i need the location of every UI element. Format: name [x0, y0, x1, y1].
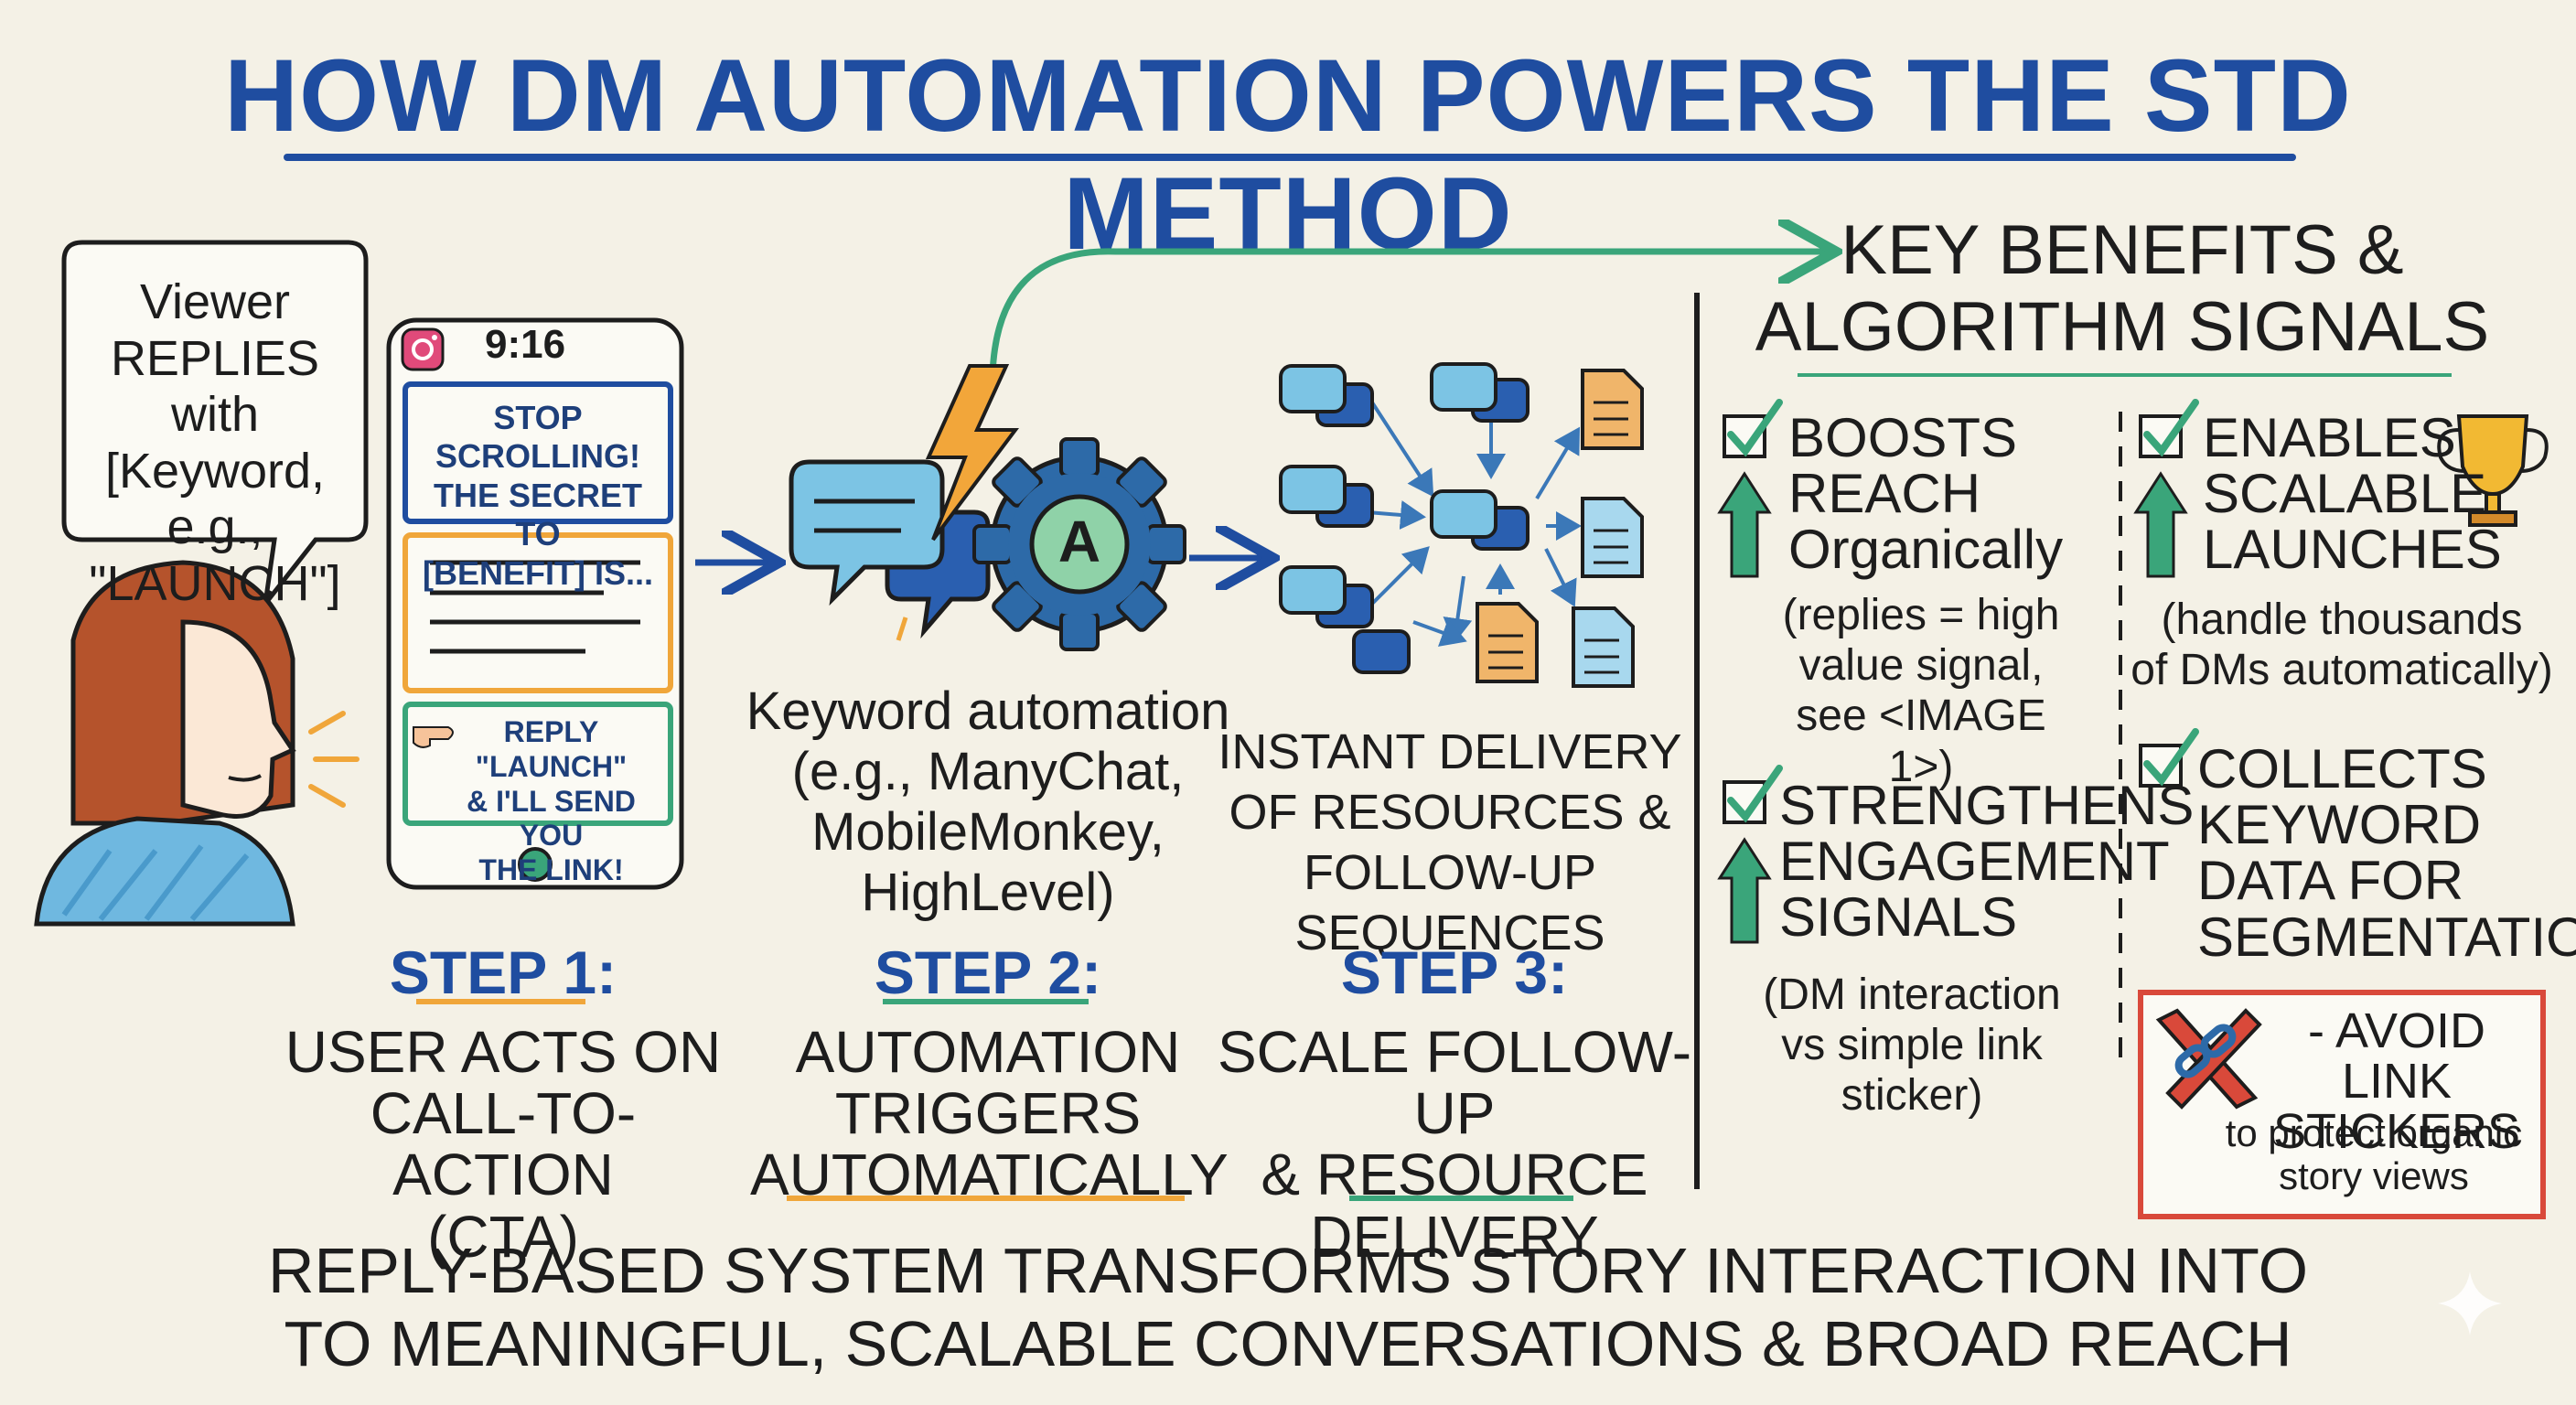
delivery-caption: INSTANT DELIVERY OF RESOURCES & FOLLOW-U…: [1208, 723, 1692, 964]
avoid-sub: to protect organic story views: [2214, 1111, 2534, 1197]
step-3: STEP 3: SCALE FOLLOW-UP & RESOURCE DELIV…: [1217, 938, 1692, 1268]
avoid-heading: - AVOID LINK STICKERS: [2259, 1003, 2534, 1160]
automation-line-1: Keyword automation: [746, 681, 1230, 741]
automation-line-2: (e.g., ManyChat,: [791, 742, 1185, 802]
collects-h2: KEYWORD: [2197, 794, 2482, 856]
boosts-sub: (replies = high value signal, see <IMAGE…: [1775, 590, 2067, 792]
boosts-h2: REACH: [1788, 463, 1981, 525]
delivery-line-1: INSTANT DELIVERY: [1218, 724, 1682, 779]
collects-h4: SEGMENTATION: [2197, 906, 2576, 968]
checkmark-icons: [1727, 399, 2199, 823]
strengthens-h3: SIGNALS: [1779, 886, 2018, 949]
benefit-collects: COLLECTS KEYWORD DATA FOR SEGMENTATION: [2197, 738, 2576, 968]
step-1-line-3: (CTA): [427, 1203, 579, 1270]
cta-line-3: THE LINK!: [478, 853, 624, 886]
viewer-line-3: with [Keyword,: [104, 387, 326, 499]
benefits-title-line-1: KEY BENEFITS &: [1841, 211, 2404, 289]
step-1-label: STEP 1:: [389, 938, 617, 1006]
footer-summary: REPLY-BASED SYSTEM TRANSFORMS STORY INTE…: [0, 1235, 2576, 1381]
boosts-s2: value signal,: [1798, 641, 2044, 691]
boosts-h1: BOOSTS: [1788, 407, 2018, 468]
boosts-s1: (replies = high: [1782, 591, 2060, 639]
collects-h3: DATA FOR: [2197, 850, 2464, 912]
benefit-strengthens: STRENGTHENS ENGAGEMENT SIGNALS: [1779, 775, 2195, 949]
step-1-line-1: USER ACTS ON: [284, 1019, 722, 1085]
viewer-bubble-text: Viewer REPLIES with [Keyword, e.g., "LAU…: [69, 274, 361, 612]
story-line-3: [BENEFIT] IS...: [423, 553, 653, 592]
viewer-line-4: e.g., "LAUNCH"]: [89, 499, 341, 611]
up-arrow-icons: [1717, 471, 2188, 944]
boosts-h3: Organically: [1788, 519, 2064, 581]
step-3-line-2: & RESOURCE: [1261, 1142, 1648, 1208]
gear-icon: [972, 437, 1186, 651]
trophy-icon: [2437, 414, 2549, 527]
gear-letter: A: [1057, 509, 1101, 574]
strengthens-s2: vs simple link sticker): [1781, 1021, 2043, 1121]
strengthens-h2: ENGAGEMENT: [1779, 831, 2170, 893]
strengthens-s1: (DM interaction: [1763, 971, 2061, 1019]
benefit-enables: ENABLES SCALABLE LAUNCHES: [2203, 407, 2502, 581]
benefits-title: KEY BENEFITS & ALGORITHM SIGNALS: [1738, 212, 2506, 365]
benefits-title-line-2: ALGORITHM SIGNALS: [1755, 287, 2490, 366]
page-title: HOW DM AUTOMATION POWERS THE STD METHOD: [224, 38, 2352, 271]
step-2: STEP 2: AUTOMATION TRIGGERS AUTOMATICALL…: [750, 938, 1229, 1208]
enables-h3: LAUNCHES: [2203, 519, 2502, 581]
enables-h2: SCALABLE: [2203, 463, 2487, 525]
avoid-s2: story views: [2279, 1154, 2469, 1198]
collects-h1: COLLECTS: [2197, 738, 2487, 799]
cta-line-1: REPLY "LAUNCH": [475, 715, 628, 783]
step-2-line-3: AUTOMATICALLY: [750, 1142, 1229, 1208]
avoid-s1: to protect organic: [2225, 1111, 2523, 1154]
step-1-line-2: CALL-TO-ACTION: [370, 1080, 637, 1208]
step-1: STEP 1: USER ACTS ON CALL-TO-ACTION (CTA…: [284, 938, 723, 1268]
title-underline: [284, 154, 2296, 161]
enables-s2: of DMs automatically): [2131, 646, 2553, 695]
phone-mockup: [386, 317, 684, 890]
footer-line-2: TO MEANINGFUL, SCALABLE CONVERSATIONS & …: [284, 1307, 2292, 1379]
cta-text: REPLY "LAUNCH" & I'LL SEND YOU THE LINK!: [435, 715, 668, 888]
chat-bubbles-icon: [789, 459, 991, 639]
avoid-h2: STICKERS: [2272, 1104, 2521, 1160]
link-chain-icon: [2174, 1024, 2237, 1078]
arrow-to-benefits: [989, 252, 1830, 376]
viewer-line-2: REPLIES: [110, 330, 320, 386]
viewer-person-icon: [34, 560, 360, 927]
avoid-h1: - AVOID LINK: [2307, 1003, 2486, 1110]
automation-line-3: MobileMonkey,: [811, 802, 1165, 863]
strengthens-sub: (DM interaction vs simple link sticker): [1711, 970, 2113, 1121]
footer-line-1: REPLY-BASED SYSTEM TRANSFORMS STORY INTE…: [267, 1235, 2309, 1306]
step-3-label: STEP 3:: [1340, 938, 1569, 1006]
delivery-line-2: OF RESOURCES &: [1229, 784, 1671, 840]
step-2-line-2: TRIGGERS: [834, 1080, 1142, 1147]
story-line-2: THE SECRET TO: [433, 476, 643, 553]
enables-h1: ENABLES: [2203, 407, 2456, 468]
step-2-label: STEP 2:: [874, 938, 1102, 1006]
viewer-line-1: Viewer: [139, 274, 291, 329]
viewer-speech-bubble: [61, 240, 369, 612]
benefit-boosts: BOOSTS REACH Organically: [1788, 410, 2090, 578]
step-3-line-1: SCALE FOLLOW-UP: [1217, 1019, 1692, 1147]
automation-line-4: HighLevel): [861, 863, 1115, 923]
enables-s1: (handle thousands: [2161, 595, 2523, 644]
story-text: STOP SCROLLING! THE SECRET TO [BENEFIT] …: [412, 399, 664, 593]
boosts-s3: see <IMAGE 1>): [1796, 692, 2046, 791]
lightning-bolt-icon: [896, 364, 1019, 641]
cta-line-2: & I'LL SEND YOU: [467, 784, 636, 853]
strengthens-h1: STRENGTHENS: [1779, 775, 2195, 836]
enables-sub: (handle thousands of DMs automatically): [2127, 595, 2557, 695]
message-network-icon: [1279, 362, 1644, 688]
avoid-box: [2138, 990, 2546, 1219]
delivery-line-3: FOLLOW-UP SEQUENCES: [1294, 844, 1605, 960]
story-line-1: STOP SCROLLING!: [435, 399, 640, 476]
sparkle-icon: [2438, 1271, 2502, 1335]
step-2-line-1: AUTOMATION: [795, 1019, 1181, 1085]
step-3-line-3: DELIVERY: [1310, 1203, 1599, 1270]
phone-time: 9:16: [485, 322, 566, 367]
automation-caption: Keyword automation (e.g., ManyChat, Mobi…: [732, 681, 1244, 923]
